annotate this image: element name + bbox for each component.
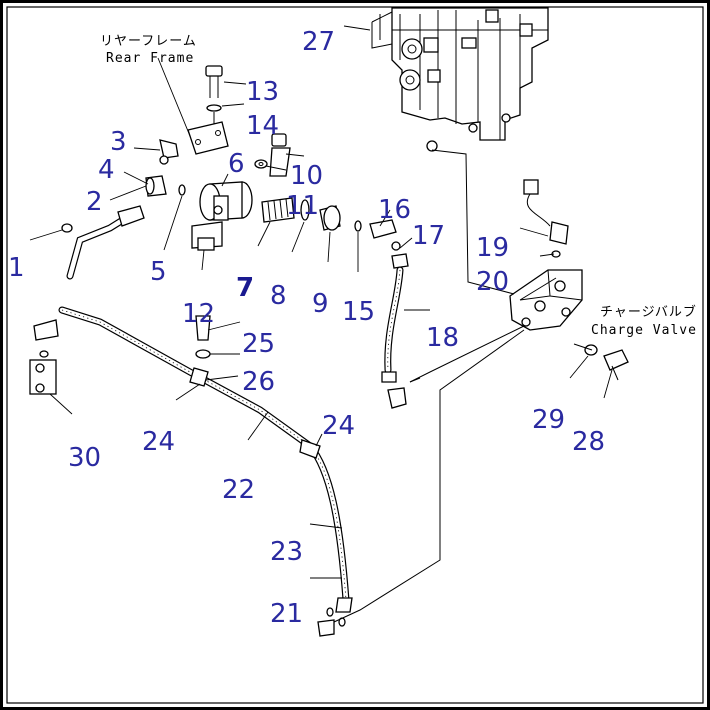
hose-22-23: [29, 306, 353, 637]
callout-21: 21: [270, 599, 303, 629]
callout-18: 18: [426, 323, 459, 353]
connection-lines: [333, 149, 593, 623]
valve-assembly-27: [371, 7, 549, 152]
callout-24-left: 24: [142, 427, 175, 457]
charge-valve-label-en: Charge Valve: [591, 323, 697, 338]
callout-4: 4: [98, 155, 115, 185]
callout-9: 9: [312, 289, 329, 319]
callout-11: 11: [286, 191, 319, 221]
callout-2: 2: [86, 187, 103, 217]
callout-10: 10: [290, 161, 323, 191]
callout-27: 27: [302, 27, 335, 57]
callout-17: 17: [412, 221, 445, 251]
callout-26: 26: [242, 367, 275, 397]
charge-valve: [509, 179, 629, 381]
callout-19: 19: [476, 233, 509, 263]
callout-15: 15: [342, 297, 375, 327]
callout-28: 28: [572, 427, 605, 457]
callout-16: 16: [378, 195, 411, 225]
callout-23: 23: [270, 537, 303, 567]
callout-6: 6: [228, 149, 245, 179]
callout-3: 3: [110, 127, 127, 157]
callout-25: 25: [242, 329, 275, 359]
callout-7: 7: [236, 273, 254, 303]
callout-30: 30: [68, 443, 101, 473]
rear-frame-label-en: Rear Frame: [106, 51, 194, 66]
callout-22: 22: [222, 475, 255, 505]
charge-valve-label-jp: チャージバルブ: [600, 304, 697, 320]
callout-13: 13: [246, 77, 279, 107]
inner-border: [6, 6, 704, 704]
callout-8: 8: [270, 281, 287, 311]
callout-20: 20: [476, 267, 509, 297]
callout-24-right: 24: [322, 411, 355, 441]
hose-18: [381, 253, 409, 409]
callout-14: 14: [246, 111, 279, 141]
leader-lines: [29, 25, 613, 579]
callout-12: 12: [182, 299, 215, 329]
rear-frame-bracket: [159, 65, 401, 251]
rear-frame-label-jp: リヤーフレーム: [100, 34, 197, 49]
callout-29: 29: [532, 405, 565, 435]
callout-5: 5: [150, 257, 167, 287]
left-fittings: [61, 175, 167, 280]
callout-1: 1: [8, 253, 25, 283]
